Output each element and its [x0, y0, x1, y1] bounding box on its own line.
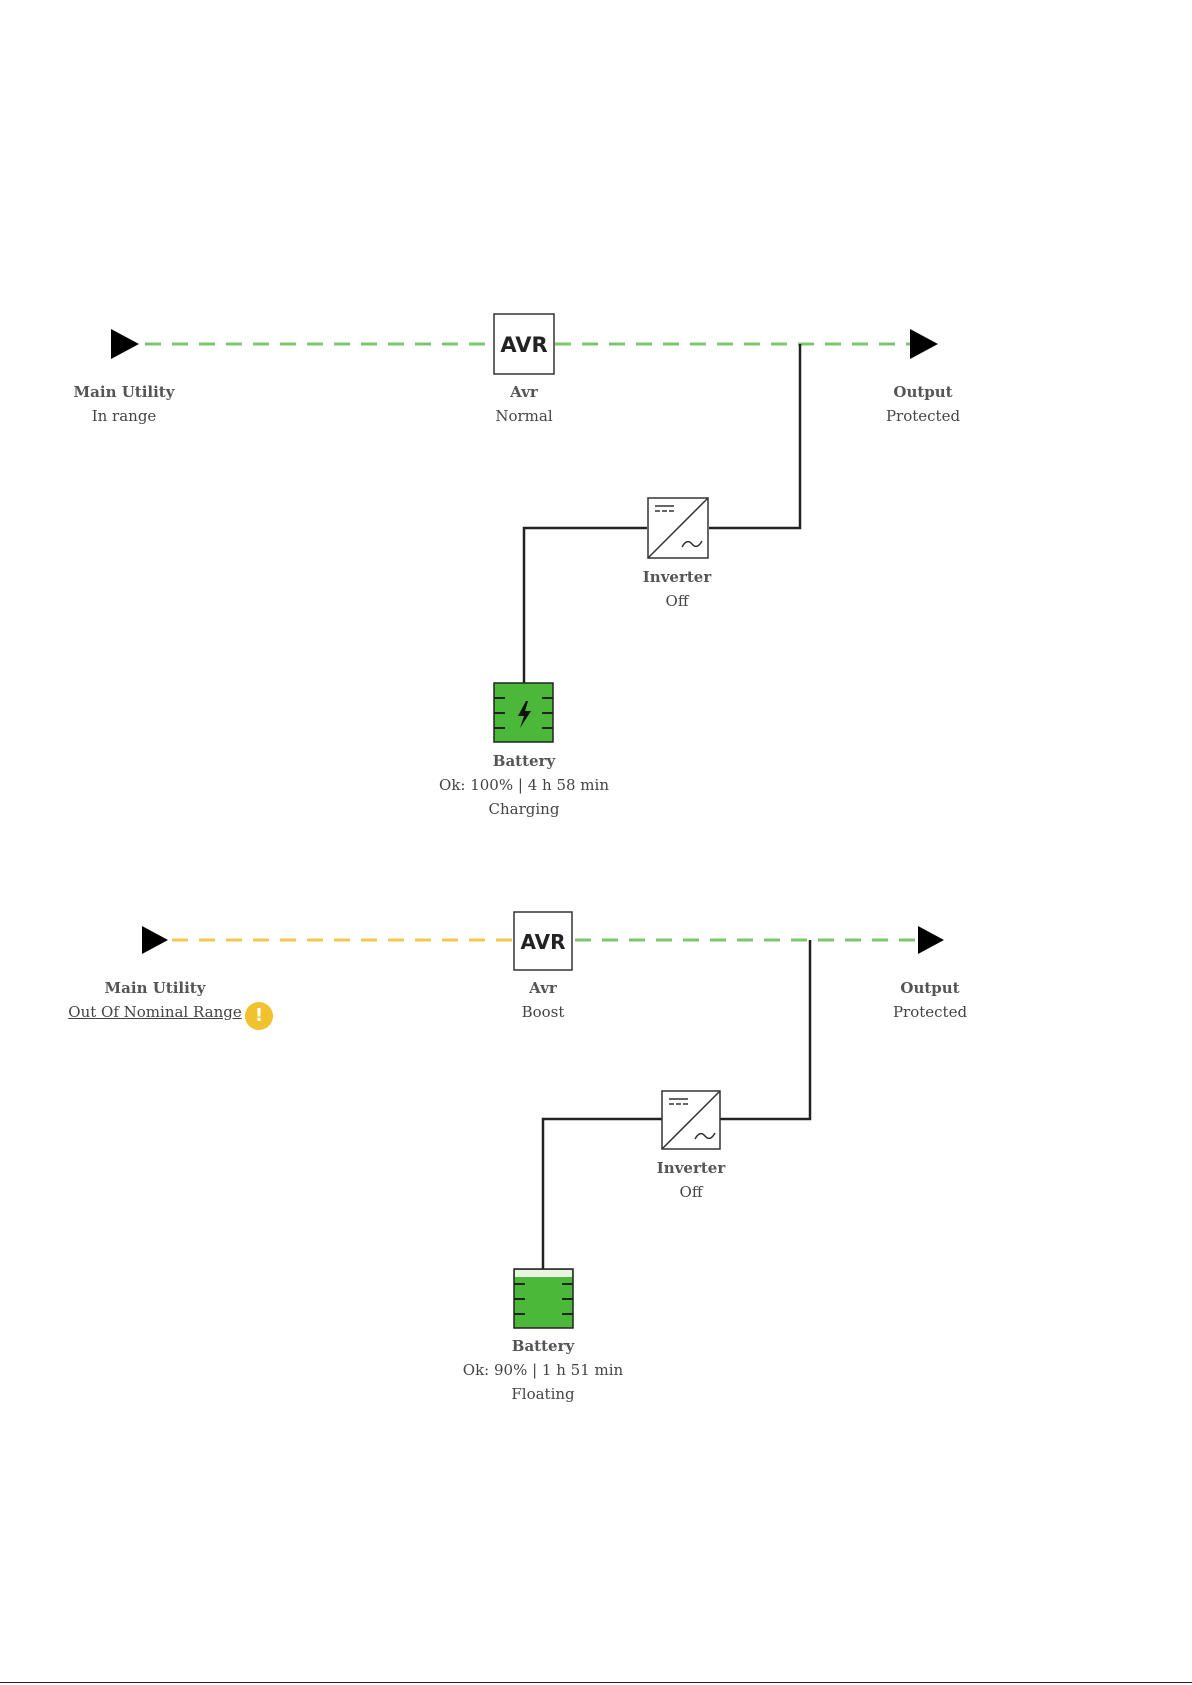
battery-title: Battery — [404, 749, 644, 773]
avr-icon-text: AVR — [500, 333, 547, 357]
avr-status: Boost — [423, 1000, 663, 1024]
avr-title: Avr — [404, 380, 644, 404]
battery-label: Battery Ok: 100% | 4 h 58 min Charging — [404, 749, 644, 821]
inverter-title: Inverter — [557, 565, 797, 589]
battery-label: Battery Ok: 90% | 1 h 51 min Floating — [423, 1334, 663, 1406]
warning-icon[interactable]: ! — [245, 1002, 273, 1030]
inverter-status: Off — [557, 589, 797, 613]
ups-diagram-1: AVR — [111, 314, 938, 742]
output-arrow-icon — [910, 329, 938, 359]
battery-charging-icon[interactable] — [494, 683, 553, 742]
battery-status: Ok: 90% | 1 h 51 min — [423, 1358, 663, 1382]
battery-status: Ok: 100% | 4 h 58 min — [404, 773, 644, 797]
avr-label: Avr Boost — [423, 976, 663, 1024]
inverter-icon[interactable] — [648, 498, 708, 558]
inverter-label: Inverter Off — [571, 1156, 811, 1204]
inverter-icon[interactable] — [662, 1091, 720, 1149]
output-label: Output Protected — [810, 976, 1050, 1024]
avr-box-icon[interactable]: AVR — [514, 912, 572, 970]
main-utility-label: Main Utility Out Of Nominal Range — [35, 976, 275, 1024]
battery-title: Battery — [423, 1334, 663, 1358]
inverter-title: Inverter — [571, 1156, 811, 1180]
main-utility-status: In range — [4, 404, 244, 428]
bottom-divider — [0, 1682, 1192, 1683]
output-title: Output — [810, 976, 1050, 1000]
main-utility-label: Main Utility In range — [4, 380, 244, 428]
main-utility-arrow-icon — [142, 926, 168, 954]
main-utility-title: Main Utility — [35, 976, 275, 1000]
battery-level-gap — [515, 1270, 572, 1277]
avr-label: Avr Normal — [404, 380, 644, 428]
main-utility-status-link[interactable]: Out Of Nominal Range — [35, 1000, 275, 1024]
output-status: Protected — [803, 404, 1043, 428]
output-title: Output — [803, 380, 1043, 404]
main-utility-arrow-icon — [111, 329, 139, 359]
avr-icon-text: AVR — [521, 930, 566, 954]
output-arrow-icon — [918, 926, 944, 954]
battery-icon[interactable] — [514, 1269, 573, 1328]
battery-mode: Floating — [423, 1382, 663, 1406]
output-status: Protected — [810, 1000, 1050, 1024]
output-label: Output Protected — [803, 380, 1043, 428]
output-to-inverter-wire — [709, 344, 800, 528]
inverter-status: Off — [571, 1180, 811, 1204]
battery-mode: Charging — [404, 797, 644, 821]
inverter-label: Inverter Off — [557, 565, 797, 613]
output-to-inverter-wire — [720, 940, 810, 1119]
ups-diagram-2: AVR — [142, 912, 944, 1328]
avr-status: Normal — [404, 404, 644, 428]
avr-title: Avr — [423, 976, 663, 1000]
main-utility-title: Main Utility — [4, 380, 244, 404]
avr-box-icon[interactable]: AVR — [494, 314, 554, 374]
